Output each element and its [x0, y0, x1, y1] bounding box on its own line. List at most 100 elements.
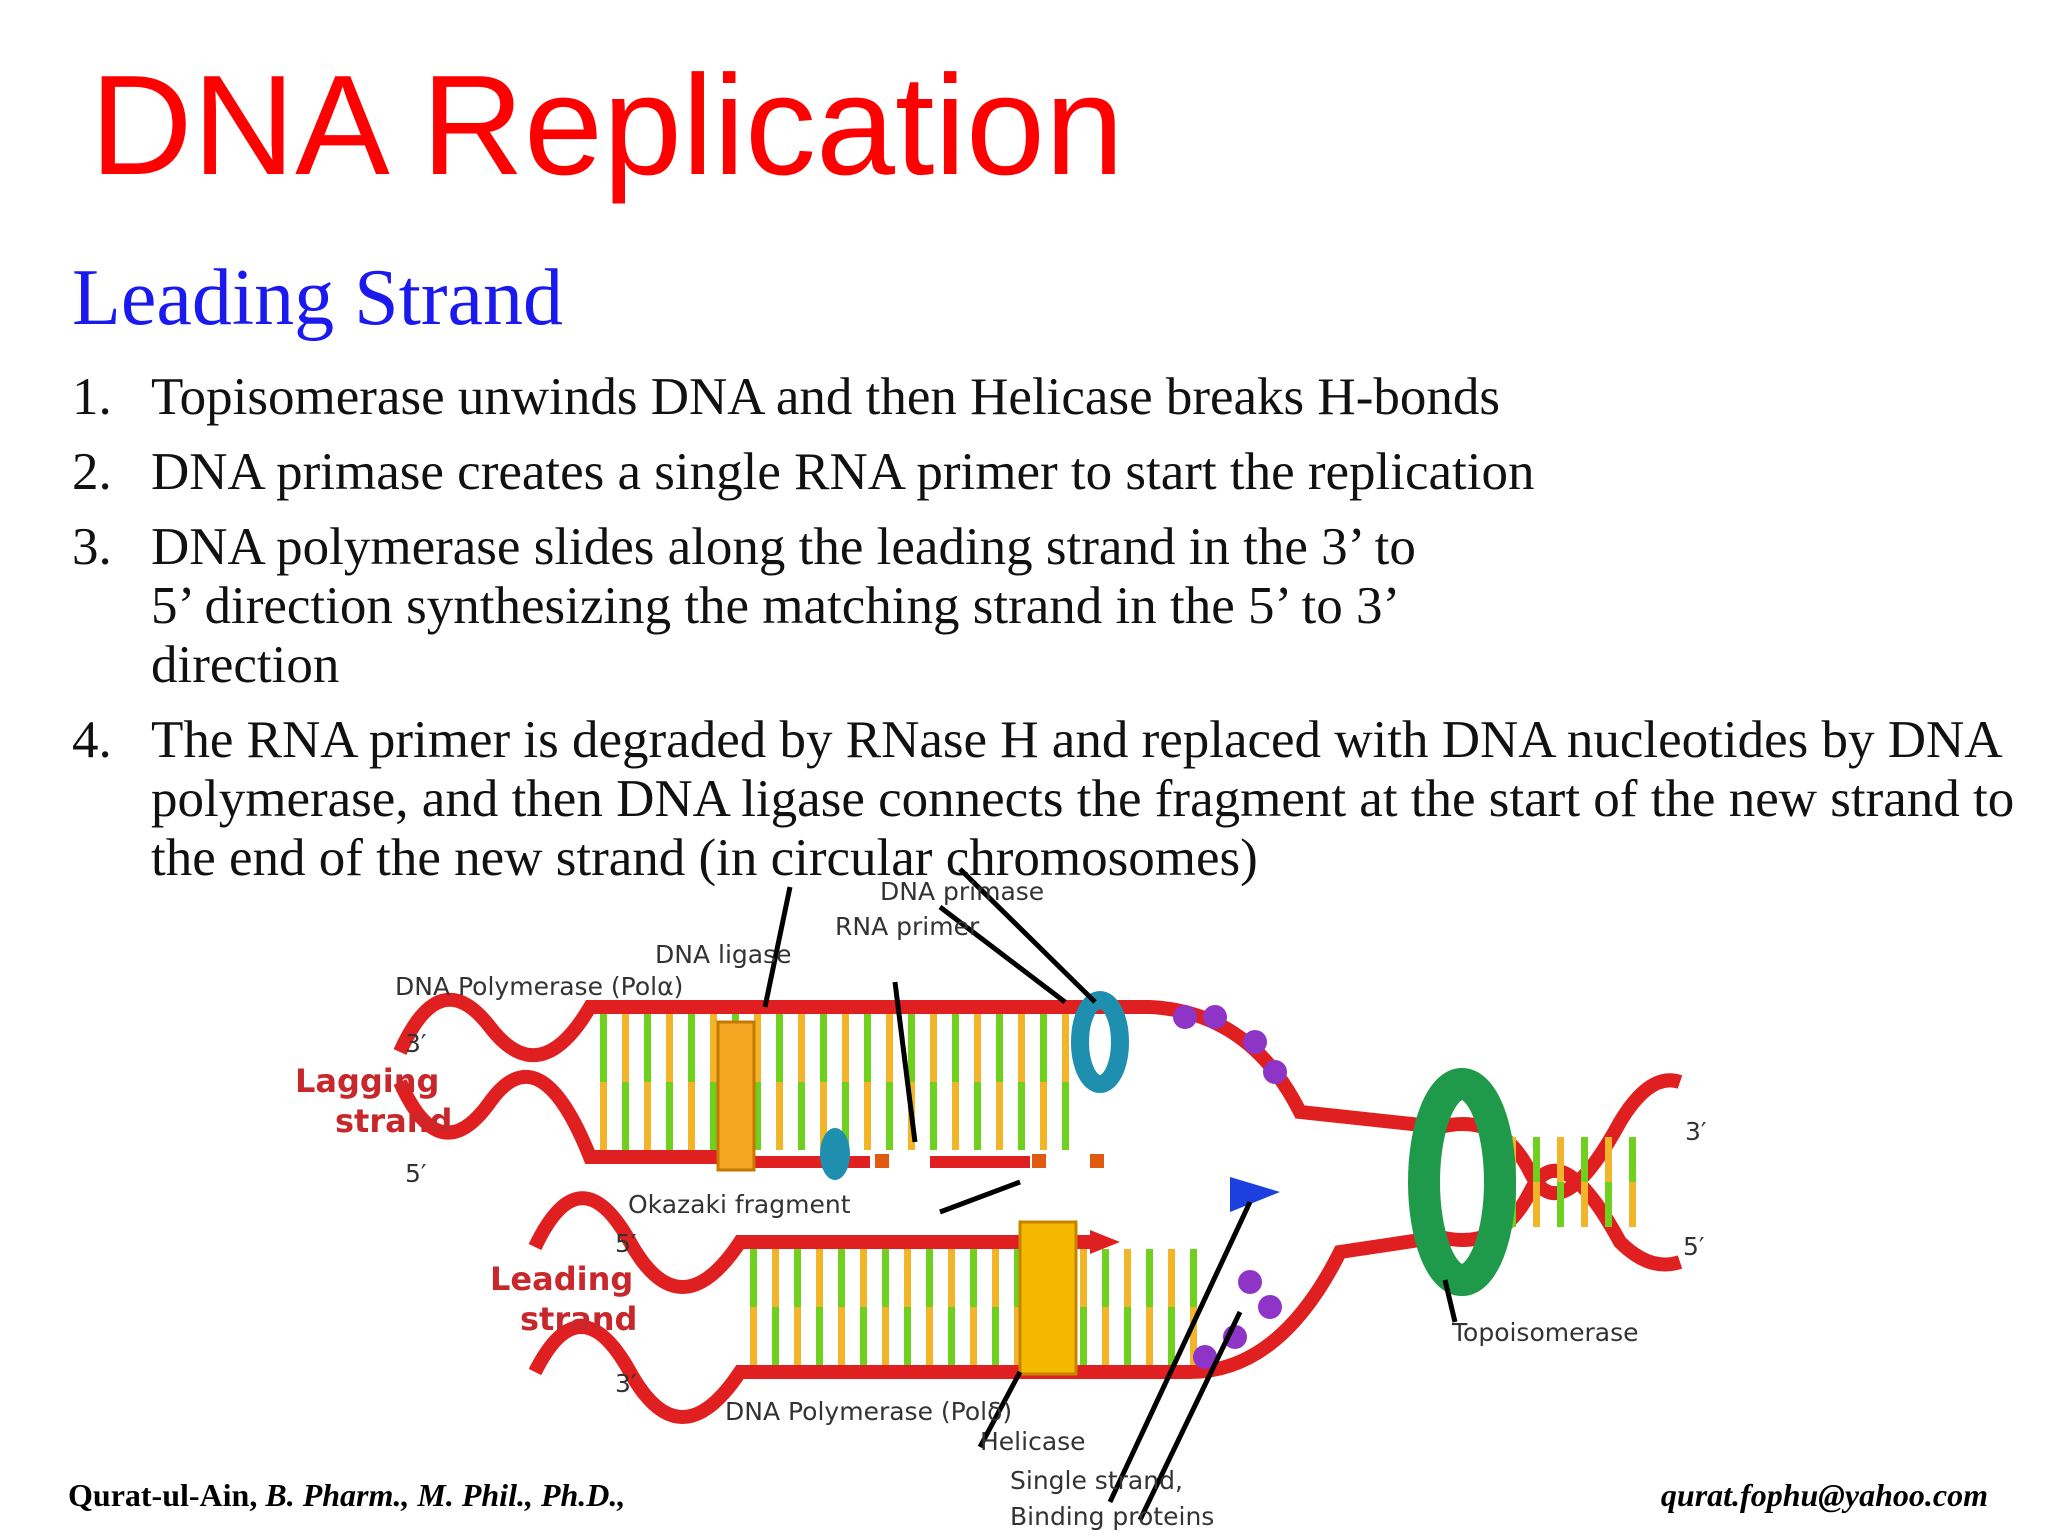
label-dna-primase: DNA primase: [880, 877, 1044, 906]
label-polymerase-alpha: DNA Polymerase (Polα): [395, 972, 683, 1001]
base-pair: [926, 1307, 933, 1365]
base-pair: [798, 1082, 805, 1150]
base-pair: [838, 1307, 845, 1365]
base-pair: [772, 1249, 779, 1307]
base-pair: [952, 1014, 959, 1082]
author-name: Qurat-ul-Ain,: [68, 1477, 258, 1513]
label-lagging-strand-2: strand: [335, 1102, 452, 1140]
label-rna-primer: RNA primer: [835, 912, 980, 941]
base-pair: [1124, 1307, 1131, 1365]
list-item: 3. DNA polymerase slides along the leadi…: [72, 518, 2032, 695]
label-ssb-2: Binding proteins: [1010, 1502, 1214, 1531]
helicase-shape: [1230, 1177, 1280, 1212]
base-pair: [1080, 1307, 1087, 1365]
lagging-new-backbone: [393, 1069, 720, 1164]
base-pair: [1605, 1137, 1612, 1182]
base-pair: [1533, 1137, 1540, 1182]
base-pair: [882, 1307, 889, 1365]
base-pair: [772, 1307, 779, 1365]
base-pair: [710, 1014, 717, 1082]
base-pair: [666, 1014, 673, 1082]
base-pair: [776, 1014, 783, 1082]
list-text: DNA primase creates a single RNA primer …: [151, 443, 1535, 501]
topoisomerase-ring: [1408, 1068, 1516, 1296]
base-pair: [886, 1014, 893, 1082]
base-pair: [948, 1249, 955, 1307]
leader-lines: [762, 867, 1458, 1522]
base-pair: [1018, 1014, 1025, 1082]
author-credentials: B. Pharm., M. Phil., Ph.D.,: [257, 1477, 626, 1513]
base-pair: [842, 1082, 849, 1150]
label-okazaki-fragment: Okazaki fragment: [628, 1190, 851, 1219]
base-pair: [1080, 1249, 1087, 1307]
base-pair: [1581, 1182, 1588, 1227]
base-pair: [820, 1014, 827, 1082]
base-pair: [970, 1307, 977, 1365]
base-pair: [820, 1082, 827, 1150]
base-pair: [1062, 1082, 1069, 1150]
label-lagging-strand-1: Lagging: [295, 1062, 439, 1100]
slide-title: DNA Replication: [90, 46, 1124, 205]
base-pair: [860, 1307, 867, 1365]
footer-author: Qurat-ul-Ain, B. Pharm., M. Phil., Ph.D.…: [68, 1477, 625, 1514]
base-pair: [750, 1307, 757, 1365]
base-pair: [622, 1014, 629, 1082]
leading-strand: [528, 1191, 1442, 1424]
base-pair: [842, 1014, 849, 1082]
lagging-template-backbone: [393, 992, 1441, 1134]
base-pair: [1062, 1014, 1069, 1082]
polymerase-delta: [1018, 1220, 1078, 1376]
list-number: 4.: [72, 711, 112, 769]
label-helicase: Helicase: [980, 1427, 1086, 1456]
dna-ligase-shape: [820, 1128, 850, 1180]
list-text: DNA polymerase slides along the leading …: [151, 518, 1416, 694]
base-pair: [930, 1082, 937, 1150]
base-pair: [622, 1082, 629, 1150]
prime-lagging-top: 3′: [405, 1029, 427, 1058]
base-pair: [644, 1082, 651, 1150]
list-number: 1.: [72, 368, 112, 426]
base-pair: [600, 1082, 607, 1150]
base-pair: [864, 1014, 871, 1082]
base-pair: [750, 1249, 757, 1307]
lagging-strand: [393, 992, 1441, 1168]
base-pair: [1605, 1182, 1612, 1227]
base-pair: [1014, 1249, 1021, 1307]
base-pair: [798, 1014, 805, 1082]
label-topoisomerase: Topoisomerase: [1451, 1318, 1639, 1347]
base-pair: [688, 1014, 695, 1082]
base-pair: [644, 1014, 651, 1082]
base-pair: [794, 1307, 801, 1365]
base-pair: [1533, 1182, 1540, 1227]
bullet-list: 1. Topisomerase unwinds DNA and then Hel…: [72, 368, 2032, 904]
base-pair: [1557, 1137, 1564, 1182]
prime-right-bottom: 5′: [1683, 1232, 1705, 1261]
base-pair: [974, 1014, 981, 1082]
list-number: 3.: [72, 518, 112, 576]
ssb-proteins: [1173, 1005, 1287, 1369]
base-pair: [996, 1014, 1003, 1082]
prime-leading-top: 5′: [615, 1229, 637, 1258]
label-leading-strand-1: Leading: [490, 1260, 633, 1298]
base-pair: [926, 1249, 933, 1307]
lagging-bases: [600, 1014, 1069, 1150]
base-pair: [908, 1014, 915, 1082]
label-dna-ligase: DNA ligase: [655, 940, 792, 969]
base-pair: [860, 1249, 867, 1307]
label-polymerase-delta: DNA Polymerase (Polδ): [725, 1397, 1012, 1426]
list-text: Topisomerase unwinds DNA and then Helica…: [151, 368, 1500, 426]
base-pair: [666, 1082, 673, 1150]
dna-replication-diagram: DNA primase RNA primer DNA ligase DNA Po…: [295, 867, 1707, 1531]
base-pair: [1168, 1307, 1175, 1365]
base-pair: [864, 1082, 871, 1150]
base-pair: [1040, 1014, 1047, 1082]
list-item: 1. Topisomerase unwinds DNA and then Hel…: [72, 368, 2032, 427]
footer-email: qurat.fophu@yahoo.com: [1660, 1477, 1988, 1513]
base-pair: [1014, 1307, 1021, 1365]
base-pair: [838, 1249, 845, 1307]
base-pair: [992, 1249, 999, 1307]
base-pair: [1146, 1307, 1153, 1365]
base-pair: [1557, 1182, 1564, 1227]
base-pair: [816, 1249, 823, 1307]
prime-lagging-bottom: 5′: [405, 1159, 427, 1188]
